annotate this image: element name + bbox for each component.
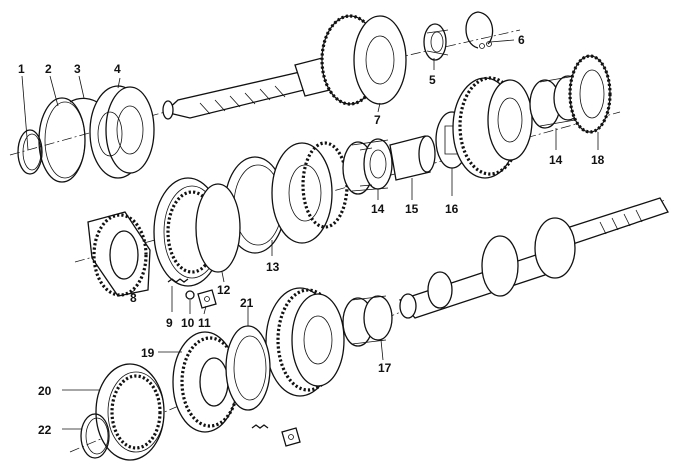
gear-large-bottom (265, 287, 345, 397)
label-part-1: 1 (18, 62, 25, 76)
label-part-14a: 14 (371, 202, 385, 216)
spring-9 (167, 278, 189, 283)
label-part-19: 19 (141, 346, 155, 360)
key-bottom (281, 427, 301, 447)
ball-10 (185, 290, 195, 300)
input-shaft (162, 55, 339, 120)
needle-bearing-14a (342, 138, 393, 195)
leader-lines (21, 39, 599, 430)
gear-large-top (452, 76, 533, 179)
label-part-9: 9 (166, 316, 173, 330)
gear-7 (320, 14, 407, 106)
label-part-11: 11 (198, 316, 211, 330)
synchro-ring-18 (568, 54, 612, 134)
synchro-hub-8 (87, 211, 151, 297)
label-part-18: 18 (591, 153, 605, 167)
label-part-3: 3 (74, 62, 81, 76)
label-part-6: 6 (518, 33, 525, 47)
label-part-21: 21 (240, 296, 254, 310)
label-part-15: 15 (405, 202, 419, 216)
ring-2 (38, 97, 86, 183)
snap-ring-1 (17, 129, 43, 175)
bearing-5 (423, 23, 449, 61)
label-part-20: 20 (38, 384, 52, 398)
label-part-7: 7 (374, 113, 381, 127)
label-part-14b: 14 (549, 153, 563, 167)
sleeve-20 (95, 363, 165, 461)
snap-ring-22 (80, 413, 110, 459)
synchro-ring-21 (225, 325, 271, 411)
label-part-2: 2 (45, 62, 52, 76)
output-shaft (398, 197, 669, 319)
sleeve-15 (389, 135, 436, 181)
label-part-4: 4 (114, 62, 121, 76)
part-labels: 1 2 3 4 5 6 7 8 9 10 11 12 13 14 15 16 1… (18, 33, 605, 437)
label-part-10: 10 (181, 316, 195, 330)
label-part-8: 8 (130, 291, 137, 305)
label-part-5: 5 (429, 73, 436, 87)
label-part-17: 17 (378, 361, 392, 375)
needle-bearing-17 (342, 295, 393, 347)
label-part-13: 13 (266, 260, 280, 274)
bearing-4 (89, 85, 155, 179)
gear-13 (224, 141, 349, 254)
label-part-16: 16 (445, 202, 459, 216)
key-11 (197, 289, 217, 309)
spring-bottom (251, 424, 269, 429)
sleeve-12 (153, 177, 241, 287)
snap-ring-6 (465, 11, 494, 49)
label-part-22: 22 (38, 423, 52, 437)
label-part-12: 12 (217, 283, 231, 297)
